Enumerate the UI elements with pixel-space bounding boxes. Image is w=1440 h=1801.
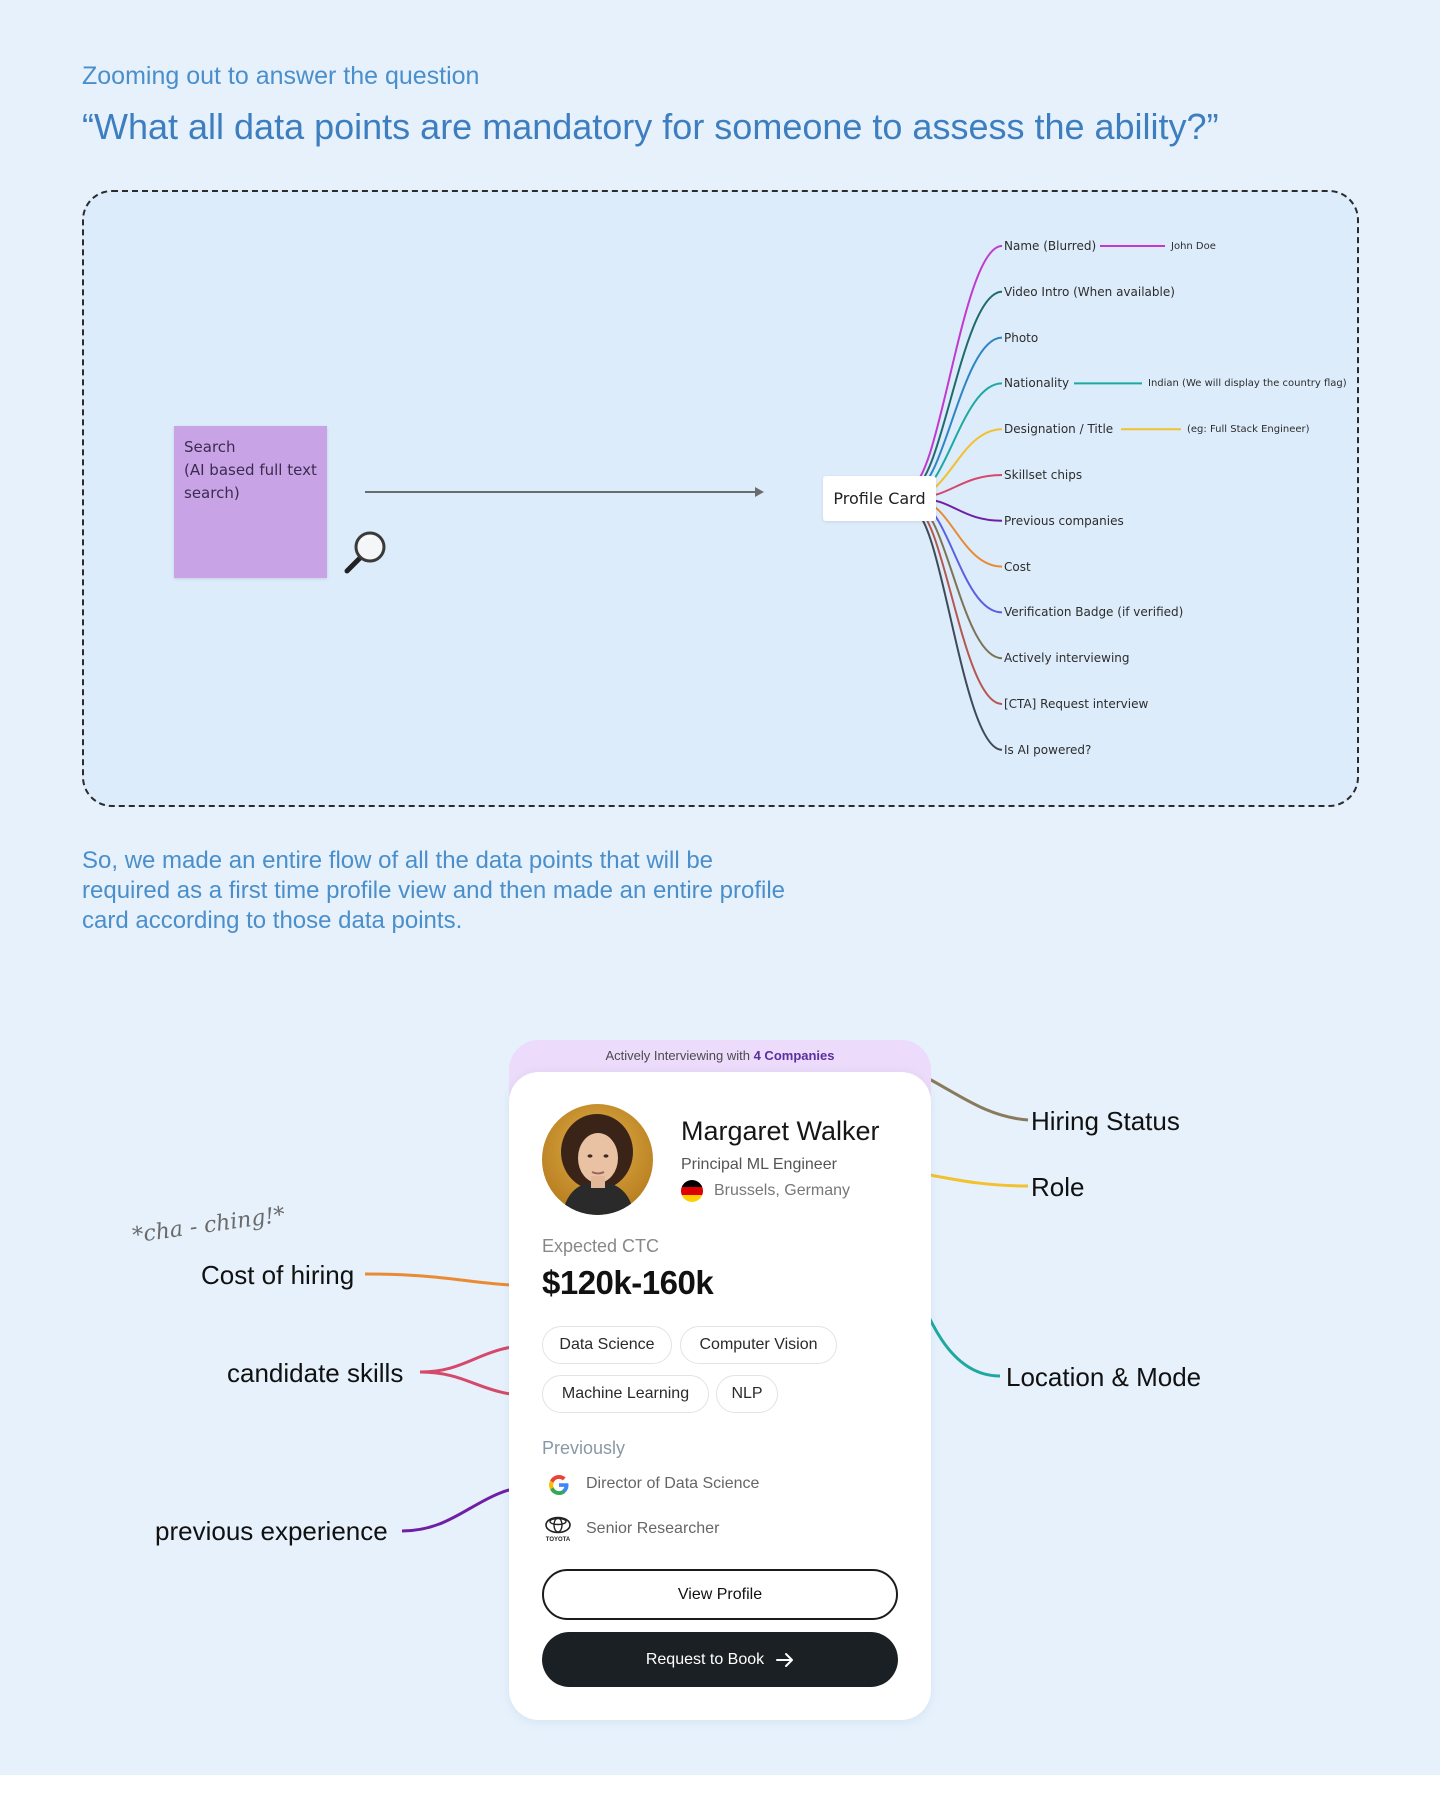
status-count: 4 Companies: [753, 1048, 835, 1063]
flow-branch-connector: [913, 506, 1003, 705]
svg-text:TOYOTA: TOYOTA: [546, 1537, 571, 1542]
candidate-location: Brussels, Germany: [714, 1182, 851, 1199]
flow-branch-node: Designation / Title: [1004, 422, 1114, 437]
location-mode-callout: Location & Mode: [1006, 1362, 1202, 1392]
skill-chip[interactable]: NLP: [716, 1375, 778, 1413]
flow-branch-node: Name (Blurred): [1004, 239, 1097, 253]
germany-flag-icon: [681, 1180, 703, 1202]
flow-detail-node: Indian (We will display the country flag…: [1148, 378, 1347, 390]
flow-detail-node: John Doe: [1171, 241, 1216, 252]
flow-branch-node: Is AI powered?: [1004, 742, 1092, 757]
cost-of-hiring-callout: Cost of hiring: [201, 1260, 355, 1290]
flow-detail-node: (eg: Full Stack Engineer): [1187, 424, 1310, 436]
flow-branch-node: Cost: [1004, 559, 1031, 574]
flow-branch-connector: [909, 245, 1003, 487]
google-logo-icon: [549, 1475, 569, 1495]
ctc-label: Expected CTC: [542, 1236, 660, 1256]
flow-branch-connector: [911, 509, 1003, 751]
flow-branch-connector: [915, 504, 1003, 660]
previously-label: Previously: [542, 1438, 626, 1458]
flag-stripe-gold: [681, 1194, 703, 1202]
flow-branch-node: Skillset chips: [1004, 468, 1083, 482]
flow-branch-node: Actively interviewing: [1004, 651, 1130, 666]
hiring-status-callout: Hiring Status: [1031, 1106, 1180, 1136]
sticky-line-3: search): [184, 484, 240, 502]
magnifying-glass-icon: [344, 531, 386, 574]
view-profile-button[interactable]: View Profile: [542, 1569, 898, 1620]
status-prefix: Actively Interviewing with: [605, 1048, 754, 1063]
request-to-book-label: Request to Book: [645, 1650, 765, 1668]
search-sticky-note: Search (AI based full text search): [174, 426, 327, 578]
flow-arrow-head: [755, 487, 764, 497]
avatar: [542, 1104, 653, 1215]
flow-branch-connector: [913, 336, 1003, 492]
sticky-line-2: (AI based full text: [184, 461, 317, 479]
candidate-role: Principal ML Engineer: [681, 1156, 837, 1173]
previous-experience-callout: previous experience: [155, 1516, 388, 1546]
previous-role: Director of Data Science: [586, 1475, 760, 1492]
ctc-value: $120k-160k: [542, 1264, 714, 1301]
flow-branch-node: [CTA] Request interview: [1004, 697, 1149, 711]
flag-stripe-red: [681, 1187, 703, 1195]
previous-role: Senior Researcher: [586, 1520, 720, 1537]
hiring-status-text: Actively Interviewing with 4 Companies: [509, 1048, 931, 1063]
sticky-line-1: Search: [184, 438, 236, 456]
profile-card-root-node: Profile Card: [823, 476, 936, 521]
flow-branch-node: Verification Badge (if verified): [1004, 605, 1184, 620]
arrow-right-icon: [776, 1652, 794, 1667]
flow-branch-node: Previous companies: [1004, 513, 1124, 528]
intro-text: Zooming out to answer the question: [82, 62, 480, 90]
flag-stripe-black: [681, 1180, 703, 1188]
candidate-name: Margaret Walker: [681, 1116, 880, 1146]
request-to-book-button[interactable]: Request to Book: [542, 1632, 898, 1687]
question-heading: “What all data points are mandatory for …: [82, 106, 1219, 147]
skill-chip[interactable]: Computer Vision: [680, 1326, 837, 1364]
page-bottom-strip: [0, 1775, 1440, 1801]
role-callout: Role: [1031, 1172, 1085, 1202]
flow-branch-node: Photo: [1004, 330, 1039, 345]
candidate-skills-callout: candidate skills: [227, 1358, 404, 1388]
summary-text: So, we made an entire flow of all the da…: [82, 847, 786, 934]
flow-branch-node: Nationality: [1004, 376, 1070, 391]
skill-chip[interactable]: Data Science: [542, 1326, 672, 1364]
flow-branch-connector: [911, 290, 1003, 490]
skill-chip[interactable]: Machine Learning: [542, 1375, 709, 1413]
toyota-logo-icon: TOYOTA: [545, 1516, 571, 1542]
flow-branch-node: Video Intro (When available): [1004, 284, 1175, 299]
